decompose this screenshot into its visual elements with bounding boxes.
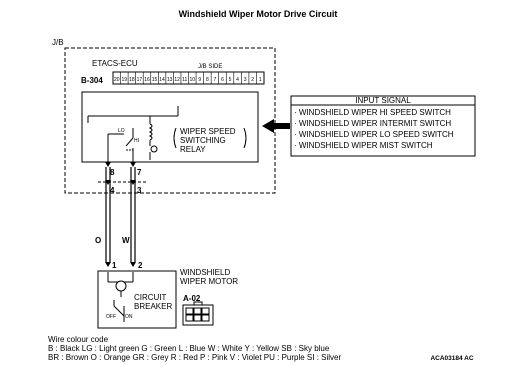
b304-pin-number: 13 [167,77,173,83]
wiper-motor-box [97,270,177,329]
b304-pin-number: 14 [159,77,165,83]
terminal-7-label: 7 [137,168,142,177]
wire-colour-code-line-1: B : Black LG : Light green G : Green L :… [48,344,330,353]
motor-label-line-1: WINDSHIELD [180,268,230,277]
wire-orange [105,167,111,262]
terminal-8-label: 8 [110,168,115,177]
motor-terminal-1-arrow [105,262,111,267]
relay-label-line-1: WIPER SPEED [180,127,236,136]
b304-pin-number: 8 [206,77,209,83]
b304-pin-number: 11 [182,77,187,83]
wire-white [130,167,136,262]
jb-label: J/B [52,38,64,47]
b304-pin-number: 19 [122,77,128,83]
figure-code: ACA03184 AC [430,355,473,362]
wiper-motor-symbol [107,272,134,322]
b304-pin-number: 5 [229,77,232,83]
motor-terminal-2-label: 2 [138,261,143,270]
connector-a02 [182,301,214,326]
input-signal-item-lo: · WINDSHIELD WIPER LO SPEED SWITCH [294,130,454,139]
b304-pin-number: 18 [129,77,135,83]
relay-label-line-2: SWITCHING [180,136,226,145]
relay-bracket-right [243,127,247,149]
b304-pin-number: 10 [189,77,195,83]
input-signal-box [290,95,476,157]
relay-hi-label: HI [134,138,139,144]
terminal-3-label: 3 [137,186,142,195]
connector-a02-label: A-02 [183,294,201,303]
ecu-label: ETACS-ECU [92,59,138,68]
breaker-label-line-2: BREAKER [134,302,172,311]
relay-lo-label: LO [118,128,125,134]
b304-pin-number: 2 [251,77,254,83]
input-signal-item-mist: · WINDSHIELD WIPER MIST SWITCH [294,141,433,150]
jb-boundary [64,47,276,194]
b304-pin-number: 9 [198,77,201,83]
wire-color-o: O [95,236,101,245]
diagram-title: Windshield Wiper Motor Drive Circuit [179,9,338,19]
terminal-8-arrow [105,162,111,167]
connector-b304-label: B-304 [81,76,103,85]
wire-colour-code-title: Wire colour code [48,335,109,344]
wiper-speed-switching-relay [87,106,179,162]
breaker-on-label: ON [125,314,133,320]
b304-pin-number: 20 [114,77,120,83]
wire-colour-code-line-2: BR : Brown O : Orange GR : Grey R : Red … [48,353,341,362]
relay-label-line-3: RELAY [180,145,206,154]
input-signal-header: INPUT SIGNAL [355,96,411,105]
motor-terminal-1-label: 1 [112,261,117,270]
relay-bracket-left [173,127,177,149]
terminal-7-arrow [130,162,136,167]
input-signal-item-hi: · WINDSHIELD WIPER HI SPEED SWITCH [294,108,451,117]
jb-side-label: J/B SIDE [198,64,222,70]
b304-pin-number: 16 [144,77,150,83]
b304-pin-number: 15 [152,77,158,83]
motor-terminal-2-arrow [130,262,136,267]
motor-label-line-2: WIPER MOTOR [180,277,238,286]
b304-pin-number: 6 [221,77,224,83]
ecu-inner-box [81,91,259,163]
b304-pin-number: 4 [236,77,239,83]
b304-pin-number: 3 [244,77,247,83]
b304-pin-number: 17 [137,77,143,83]
b304-pin-number: 1 [259,77,262,83]
breaker-off-label: OFF [106,314,116,320]
b304-pin-number: 12 [174,77,180,83]
terminal-4-label: 4 [110,186,115,195]
breaker-label-line-1: CIRCUIT [134,293,167,302]
b304-pin-number: 7 [214,77,217,83]
wire-color-w: W [122,236,130,245]
input-signal-item-intermit: · WINDSHIELD WIPER INTERMIT SWITCH [294,119,451,128]
input-signal-arrow [262,119,290,133]
